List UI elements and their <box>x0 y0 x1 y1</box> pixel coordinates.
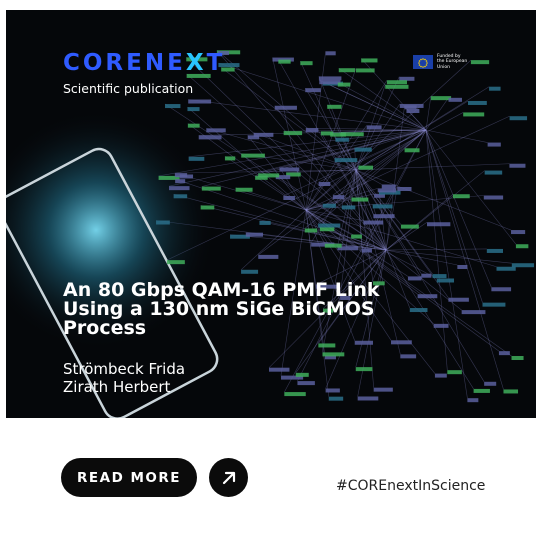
author-name: Zirath Herbert <box>63 378 171 396</box>
eu-badge-line1: Funded by <box>437 54 461 59</box>
publication-title: An 80 Gbps QAM-16 PMF Link Using a 130 n… <box>63 279 380 339</box>
publication-card: CORENEXT Scientific publication Funded b… <box>6 10 536 418</box>
publication-type-label: Scientific publication <box>63 81 194 96</box>
corenext-logo: CORENEXT <box>63 50 226 76</box>
eu-flag-icon <box>413 55 433 70</box>
eu-badge-line2: the European Union <box>437 59 468 70</box>
author-name: Strömbeck Frida <box>63 360 186 378</box>
network-graph-illustration <box>6 50 535 418</box>
arrow-up-right-icon[interactable] <box>209 458 248 497</box>
read-more-button[interactable]: READ MORE <box>61 458 197 497</box>
hashtag-label: #COREnextInScience <box>336 478 486 494</box>
